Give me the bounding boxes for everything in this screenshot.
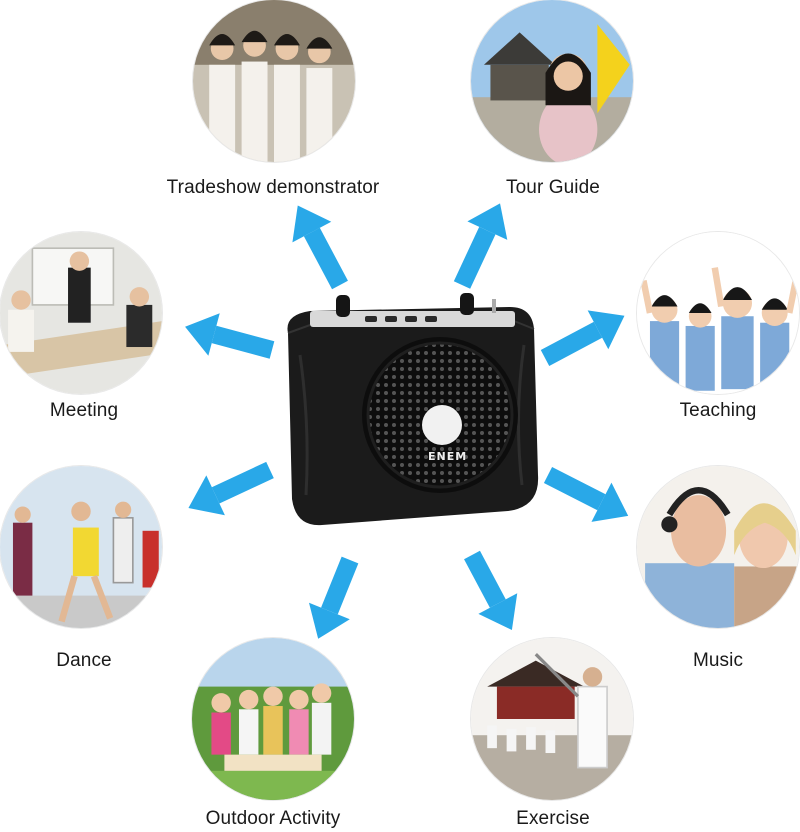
arrow-outdoor-icon [308,556,359,639]
arrow-exercise-icon [464,550,518,631]
portable-voice-amplifier: ENEM [270,285,545,535]
label-dance: Dance [56,650,112,671]
music-photo [637,466,799,628]
dance-photo [0,466,162,628]
tradeshow-photo [193,0,355,162]
teaching-photo [637,232,799,394]
label-outdoor-activity: Outdoor Activity [205,808,341,829]
label-exercise: Exercise [516,808,590,829]
label-music: Music [692,650,744,671]
tour-guide-photo [471,0,633,162]
arrow-dance-icon [188,461,274,516]
meeting-photo [0,232,162,394]
label-meeting: Meeting [49,400,119,421]
label-tour-guide: Tour Guide [506,177,600,198]
label-teaching: Teaching [679,400,757,421]
arrow-meeting-icon [185,313,275,359]
arrow-tradeshow-icon [292,205,348,290]
arrow-tour-guide-icon [453,203,508,289]
outdoor-activity-photo [192,638,354,800]
exercise-photo [471,638,633,800]
arrow-teaching-icon [540,310,625,366]
brand-logo: ENEM [428,450,468,463]
label-tradeshow: Tradeshow demonstrator [166,177,380,198]
arrow-music-icon [543,466,629,522]
